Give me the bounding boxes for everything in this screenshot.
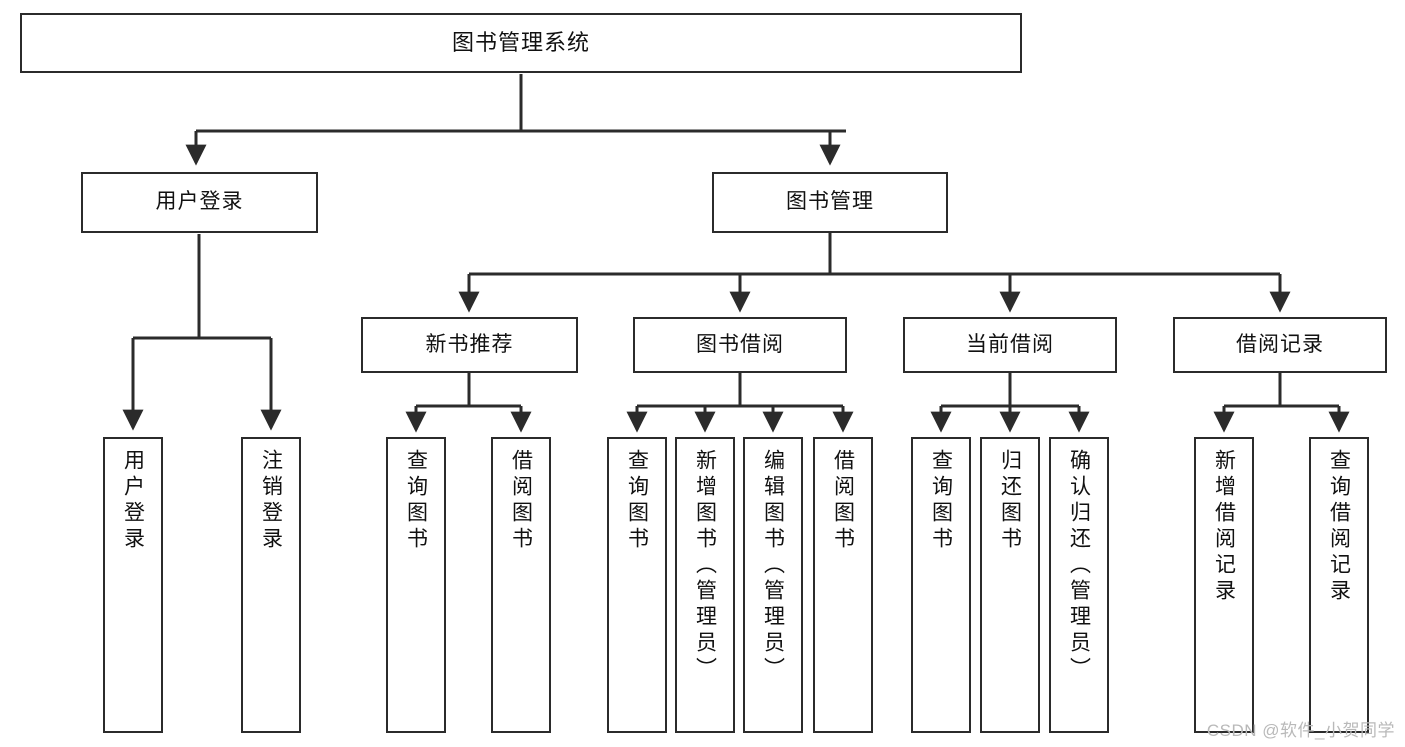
node-borrow-record[interactable]: 借阅记录 xyxy=(1173,317,1387,373)
leaf-borrow-borrow-book[interactable]: 借阅图书 xyxy=(813,437,873,733)
node-user-login[interactable]: 用户登录 xyxy=(81,172,318,233)
node-label: 查询图书 xyxy=(404,449,428,553)
watermark-text: CSDN @软件_小贺同学 xyxy=(1206,721,1395,740)
node-label: 图书管理 xyxy=(786,190,874,214)
leaf-user-login-logout[interactable]: 注销登录 xyxy=(241,437,301,733)
node-new-book-recommend[interactable]: 新书推荐 xyxy=(361,317,578,373)
node-label: 图书借阅 xyxy=(696,332,784,356)
node-label: 借阅图书 xyxy=(509,449,533,553)
node-label: 用户登录 xyxy=(155,190,244,214)
node-label: 查询借阅记录 xyxy=(1327,449,1351,605)
leaf-record-add-borrow-record[interactable]: 新增借阅记录 xyxy=(1194,437,1254,733)
node-label: 新增借阅记录 xyxy=(1212,449,1236,605)
leaf-borrow-query-book[interactable]: 查询图书 xyxy=(607,437,667,733)
node-label: 归还图书 xyxy=(998,449,1022,553)
leaf-current-confirm-return-admin[interactable]: 确认归还（管理员） xyxy=(1049,437,1109,733)
leaf-record-query-borrow-record[interactable]: 查询借阅记录 xyxy=(1309,437,1369,733)
node-label: 新书推荐 xyxy=(425,332,514,356)
leaf-current-return-book[interactable]: 归还图书 xyxy=(980,437,1040,733)
node-label: 确认归还（管理员） xyxy=(1067,449,1091,683)
leaf-current-query-book[interactable]: 查询图书 xyxy=(911,437,971,733)
node-label: 新增图书（管理员） xyxy=(693,449,717,683)
node-root-library-system[interactable]: 图书管理系统 xyxy=(20,13,1022,73)
node-label: 查询图书 xyxy=(929,449,953,553)
leaf-borrow-edit-book-admin[interactable]: 编辑图书（管理员） xyxy=(743,437,803,733)
node-current-borrow[interactable]: 当前借阅 xyxy=(903,317,1117,373)
node-label: 用户登录 xyxy=(121,449,145,553)
node-label: 图书管理系统 xyxy=(451,30,590,56)
node-label: 借阅图书 xyxy=(831,449,855,553)
leaf-user-login-login[interactable]: 用户登录 xyxy=(103,437,163,733)
node-book-borrow[interactable]: 图书借阅 xyxy=(633,317,847,373)
node-label: 编辑图书（管理员） xyxy=(761,449,785,683)
leaf-recommend-query-book[interactable]: 查询图书 xyxy=(386,437,446,733)
leaf-borrow-add-book-admin[interactable]: 新增图书（管理员） xyxy=(675,437,735,733)
node-label: 注销登录 xyxy=(259,449,283,553)
node-label: 借阅记录 xyxy=(1236,332,1324,356)
leaf-recommend-borrow-book[interactable]: 借阅图书 xyxy=(491,437,551,733)
node-label: 当前借阅 xyxy=(966,332,1054,356)
node-label: 查询图书 xyxy=(625,449,649,553)
node-book-management[interactable]: 图书管理 xyxy=(712,172,948,233)
